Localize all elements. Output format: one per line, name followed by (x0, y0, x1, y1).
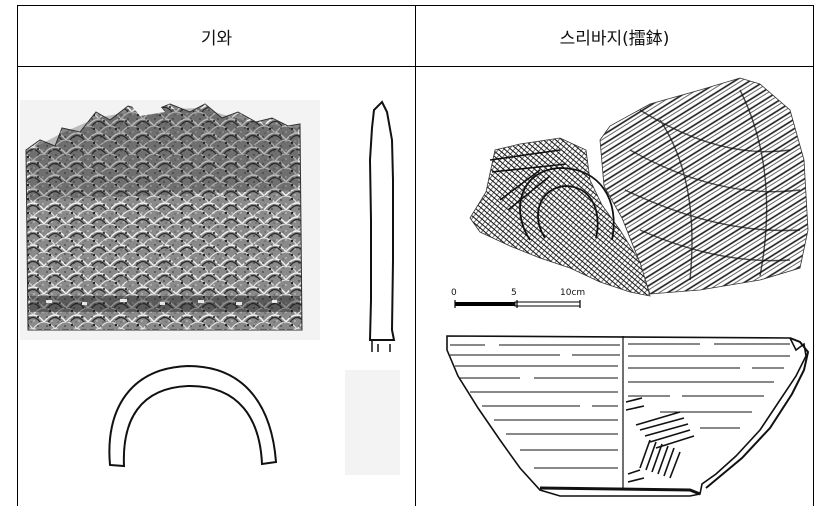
header-mortar-bowl: 스리바지(擂鉢) (416, 6, 813, 66)
header-roof-tile: 기와 (18, 6, 415, 66)
table-left-border (17, 5, 18, 506)
scale-tick-5: 5 (511, 288, 517, 298)
scale-tick-10cm: 10cm (560, 288, 586, 298)
header-roof-tile-label: 기와 (200, 28, 233, 49)
scale-tick-0: 0 (451, 288, 457, 298)
column-divider (415, 5, 416, 506)
table-right-border (813, 5, 814, 506)
header-mortar-bowl-label: 스리바지(擂鉢) (559, 28, 670, 49)
scale-bar (454, 300, 581, 308)
